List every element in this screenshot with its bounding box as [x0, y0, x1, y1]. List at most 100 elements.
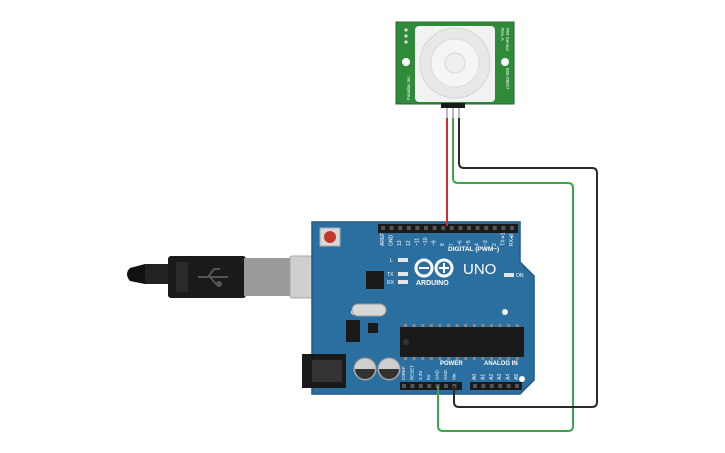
- analog-pin-label: A5: [514, 374, 520, 380]
- wire-black-ground: [453, 118, 598, 408]
- svg-text:ON: ON: [516, 273, 524, 279]
- header-pin: [481, 384, 486, 388]
- analog-header: [470, 382, 522, 390]
- reset-button[interactable]: [319, 227, 341, 247]
- chip-leg: [421, 357, 425, 360]
- chip-leg: [490, 324, 493, 327]
- chip-leg: [455, 357, 459, 360]
- header-pin: [381, 226, 385, 230]
- header-pin: [467, 226, 471, 230]
- pir-header: [441, 103, 465, 108]
- digital-pin-label: ~9: [432, 240, 438, 246]
- digital-pin-label: ~5: [466, 240, 472, 246]
- chip-leg: [515, 324, 519, 327]
- chip-leg: [421, 324, 425, 327]
- header-pin: [402, 384, 406, 388]
- microcontroller-chip: [400, 324, 524, 360]
- capacitor: [353, 357, 377, 381]
- chip-leg: [498, 324, 502, 327]
- pir-revision: Rev. A: [500, 28, 505, 41]
- header-pin: [475, 226, 480, 230]
- power-pin-label: 3.3V: [418, 371, 423, 380]
- digital-pin-label: ~6: [457, 240, 463, 246]
- mounting-hole: [501, 58, 509, 66]
- digital-pin-label: RX◂0: [509, 234, 515, 246]
- power-label: POWER: [440, 361, 463, 367]
- digital-pin-label: GND: [389, 235, 395, 247]
- digital-pin-label: 7: [449, 243, 455, 246]
- digital-header: [378, 224, 518, 233]
- chip-leg: [404, 324, 407, 327]
- header-pin: [410, 384, 415, 388]
- header-pin: [444, 384, 448, 388]
- chip-leg: [507, 357, 511, 360]
- header-pin: [489, 384, 494, 388]
- pir-brand: Parallax Inc.: [406, 75, 411, 100]
- wires: [437, 118, 598, 432]
- chip-leg: [481, 357, 485, 360]
- pir-sensor: PIR Sensor Rev. A 555-28027 Parallax Inc…: [395, 21, 515, 118]
- usb-icon: [198, 268, 228, 287]
- wire-green-power: [437, 118, 574, 432]
- analog-pin-label: A1: [480, 374, 486, 380]
- analog-pin-label: A2: [489, 374, 495, 380]
- chip-leg: [438, 357, 442, 360]
- header-pin: [498, 384, 503, 388]
- header-pin: [510, 226, 514, 230]
- chip-leg: [455, 324, 459, 327]
- header-pin: [427, 384, 432, 388]
- analog-pin-label: A0: [472, 374, 478, 380]
- header-pin: [398, 226, 403, 230]
- digital-label: DIGITAL (PWM~): [448, 246, 499, 253]
- header-pin: [473, 384, 477, 388]
- header-pin: [515, 384, 519, 388]
- pir-part-number: 555-28027: [505, 68, 510, 90]
- chip-leg: [438, 324, 442, 327]
- led-on: ON: [504, 273, 524, 279]
- mounting-hole: [519, 376, 525, 382]
- analog-label: ANALOG IN: [484, 361, 518, 367]
- digital-pin-label: 12: [406, 240, 412, 246]
- header-pin: [418, 384, 423, 388]
- power-pin-label: RESET: [409, 365, 414, 380]
- pir-pins: [446, 108, 460, 118]
- header-pin: [506, 384, 511, 388]
- jumper-pins: [404, 28, 408, 44]
- capacitor: [377, 357, 401, 381]
- chip-leg: [464, 357, 468, 360]
- header-pin: [484, 226, 489, 230]
- analog-pin-label: A4: [506, 374, 512, 380]
- power-pin-label: 5V: [426, 374, 431, 380]
- header-pin: [424, 226, 428, 230]
- digital-pin-label: TX➔1: [500, 232, 506, 246]
- led-rx: RX: [387, 280, 408, 286]
- header-pin: [501, 226, 506, 230]
- pir-title: PIR Sensor: [505, 28, 510, 52]
- arduino-logo-text: ARDUINO: [416, 280, 449, 287]
- crystal-oscillator: [351, 303, 387, 317]
- small-chip: [368, 323, 378, 333]
- arduino-logo-icon: [414, 258, 454, 278]
- mounting-hole: [502, 309, 508, 315]
- header-pin: [432, 226, 437, 230]
- header-pin: [415, 226, 420, 230]
- chip-leg: [447, 324, 450, 327]
- analog-pin-label: A3: [497, 374, 503, 380]
- chip-leg: [429, 324, 433, 327]
- digital-pin-label: ~10: [423, 237, 429, 246]
- digital-pin-label: 4: [475, 243, 481, 246]
- chip-leg: [481, 324, 485, 327]
- svg-text:TX: TX: [387, 272, 394, 278]
- power-pin-label: IOREF: [401, 366, 406, 380]
- power-pin-label: GND: [443, 369, 448, 380]
- power-pin-label: GND: [435, 369, 440, 380]
- chip-leg: [472, 357, 476, 360]
- usb-chip: [366, 271, 384, 289]
- chip-leg: [472, 324, 476, 327]
- header-pin: [458, 226, 463, 230]
- digital-pin-label: 13: [397, 240, 403, 246]
